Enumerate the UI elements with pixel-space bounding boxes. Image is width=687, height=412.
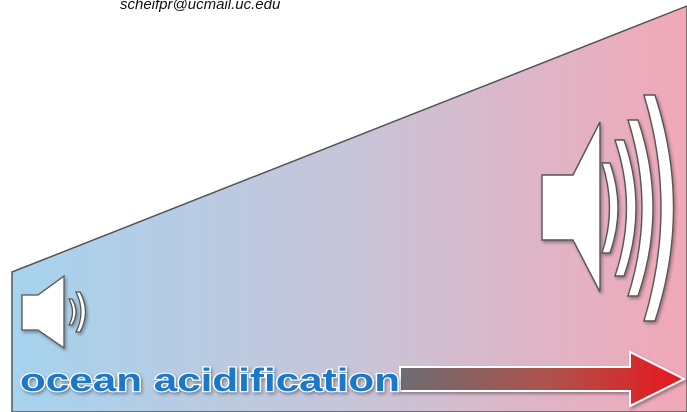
author-email: scheifpr@ucmail.uc.edu: [120, 0, 281, 13]
ocean-acidification-label: ocean acidification: [20, 362, 400, 398]
quiet-speaker-icon: [21, 274, 87, 350]
loud-speaker-icon: [541, 94, 675, 322]
volume-wedge: [11, 5, 687, 412]
right-arrow-icon: [399, 350, 687, 408]
